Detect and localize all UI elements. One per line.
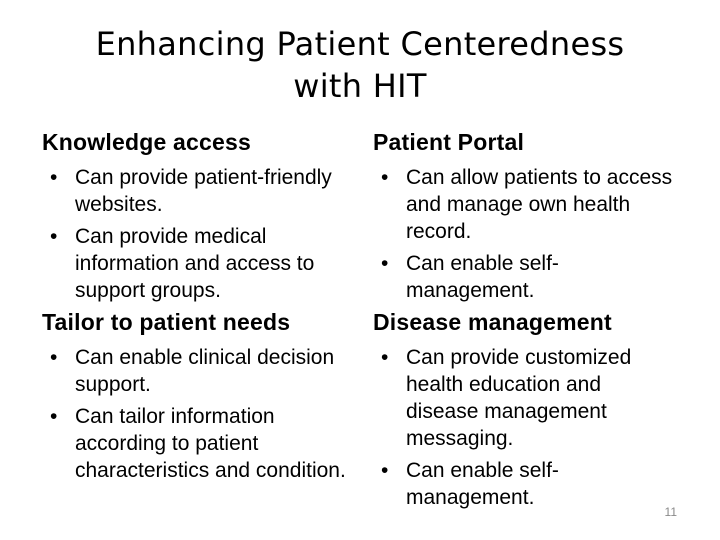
bullet-text: Can provide medical information and acce… — [75, 225, 315, 302]
bullet-text: Can tailor information according to pati… — [75, 405, 346, 482]
bullet-marker: • — [50, 166, 58, 189]
bullet-item: • Can allow patients to access and manag… — [373, 164, 690, 245]
bullet-text: Can enable clinical decision support. — [75, 346, 335, 396]
bullet-text: Can enable self- management. — [406, 459, 559, 509]
bullet-marker: • — [50, 225, 58, 248]
section-heading: Tailor to patient needs — [42, 309, 291, 335]
bullet-item: • Can provide patient-friendly websites. — [42, 164, 373, 218]
bullet-marker: • — [381, 252, 389, 275]
bullet-item: • Can enable self- management. — [373, 457, 690, 511]
bullet-item: • Can tailor information according to pa… — [42, 403, 373, 484]
slide-title: Enhancing Patient Centeredness with HIT — [95, 25, 625, 105]
bullet-text: Can provide customized health education … — [406, 346, 632, 450]
bullet-marker: • — [50, 405, 58, 428]
bullet-item: • Can enable clinical decision support. — [42, 344, 373, 398]
slide-content: Knowledge access • Can provide patient-f… — [42, 128, 690, 511]
bullet-marker: • — [381, 166, 389, 189]
section-knowledge-access: Knowledge access • Can provide patient-f… — [42, 128, 373, 304]
bullet-text: Can enable self- management. — [406, 252, 559, 302]
section-heading: Patient Portal — [373, 129, 525, 155]
section-tailor-to-patient-needs: Tailor to patient needs • Can enable cli… — [42, 308, 373, 511]
bullet-item: • Can provide medical information and ac… — [42, 223, 373, 304]
bullet-item: • Can provide customized health educatio… — [373, 344, 690, 452]
section-disease-management: Disease management • Can provide customi… — [373, 308, 690, 511]
bullet-marker: • — [50, 346, 58, 369]
bullet-item: • Can enable self- management. — [373, 250, 690, 304]
bullet-marker: • — [381, 346, 389, 369]
section-patient-portal: Patient Portal • Can allow patients to a… — [373, 128, 690, 304]
bullet-marker: • — [381, 459, 389, 482]
bullet-text: Can provide patient-friendly websites. — [75, 166, 332, 216]
page-number: 11 — [664, 505, 677, 519]
section-heading: Disease management — [373, 309, 612, 335]
section-heading: Knowledge access — [42, 129, 252, 155]
bullet-text: Can allow patients to access and manage … — [406, 166, 673, 243]
